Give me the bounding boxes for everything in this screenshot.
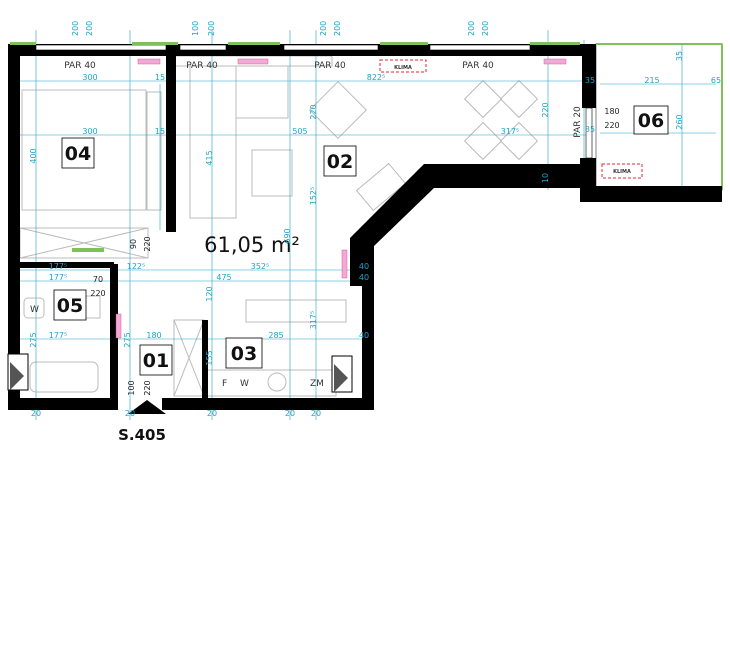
window-label-2: PAR 40 [186,61,218,71]
room-labels: 04 02 06 05 01 03 [53,105,669,376]
dim-177-c: 177⁵ [49,331,67,340]
window-label-3: PAR 40 [314,61,346,71]
dishwasher-label: ZM [310,379,324,389]
radiators [72,58,567,339]
window-label-4: PAR 40 [462,61,494,71]
dim-35-b: 35 [585,125,595,134]
dim-352: 352⁵ [251,262,269,271]
dim-155: 155 [205,350,214,365]
dim-220-living: 220 [309,104,318,119]
dim-285: 285 [268,331,283,340]
total-area: 61,05 m² [204,233,300,257]
dim-260: 260 [675,114,684,129]
window-height-1a: 200 [71,21,80,36]
dim-35-a: 35 [585,76,595,85]
dimension-labels: 300 300 822⁵ 505 317⁵ 215 220 180 220 26… [29,51,721,418]
dim-122: 122⁵ [127,262,145,271]
dim-20-e: 20 [311,409,321,418]
dim-100: 100 [127,380,136,395]
dim-220-door: 220 [143,236,152,251]
dim-15-b: 15 [155,127,165,136]
dim-215: 215 [644,76,659,85]
window-heights: 200 200 100 200 200 200 200 200 [71,21,490,36]
dim-822: 822⁵ [367,73,385,82]
dim-40-b: 40 [359,273,369,282]
dim-70: 70 [93,275,103,284]
washer-label: W [240,379,249,389]
climate-label-living: KLIMA [394,65,412,71]
dim-40-c: 40 [359,331,369,340]
room-label-05: 05 [57,295,83,317]
window-height-4b: 200 [481,21,490,36]
dim-317-top: 317⁵ [501,127,519,136]
dim-35-c: 35 [675,51,684,61]
dim-180-balcony: 180 [604,107,619,116]
dim-20-b: 20 [125,409,135,418]
dim-505: 505 [292,127,307,136]
room-label-06: 06 [638,110,664,132]
window-height-4a: 200 [467,21,476,36]
dim-40-a: 40 [359,262,369,271]
window-height-2b: 200 [207,21,216,36]
walls [8,44,722,410]
climate-unit-living [379,59,427,73]
dim-65: 65 [711,76,721,85]
fridge-label: F [222,379,227,389]
wc-label: W [30,305,39,315]
dim-475: 475 [216,273,231,282]
dim-275-b: 275 [123,332,132,347]
window-labels: PAR 40 PAR 40 PAR 40 PAR 40 PAR 20 [64,61,583,138]
windows [10,42,593,159]
climate-unit-balcony [601,163,643,179]
dim-90: 90 [129,239,138,249]
entrance-arrow-icon [128,400,166,414]
window-label-1: PAR 40 [64,61,96,71]
dim-220-entrance: 220 [143,380,152,395]
dim-317-kitchen: 317⁵ [309,311,318,329]
room-label-01: 01 [143,350,169,372]
dim-20-d: 20 [285,409,295,418]
dim-415: 415 [205,150,214,165]
dim-275-a: 275 [29,332,38,347]
window-height-2a: 100 [191,21,200,36]
dim-177-a: 177⁵ [49,262,67,271]
dim-20-c: 20 [207,409,217,418]
dim-180-hall: 180 [146,331,161,340]
room-label-04: 04 [65,143,91,165]
dim-220-bath-door: 220 [90,289,105,298]
climate-units: KLIMA KLIMA [379,59,643,179]
climate-label-balcony: KLIMA [613,169,631,175]
dim-15-a: 15 [155,73,165,82]
entrance-code: S.405 [118,426,166,444]
dim-400: 400 [29,148,38,163]
room-label-02: 02 [327,151,353,173]
dim-300-top: 300 [82,73,97,82]
dim-300-mid: 300 [82,127,97,136]
fixture-labels: F W ZM W [30,305,324,389]
dim-220-balcony: 220 [604,121,619,130]
window-height-3b: 200 [333,21,342,36]
shafts [7,353,353,393]
room-label-03: 03 [231,343,257,365]
window-label-5: PAR 20 [573,106,583,138]
window-height-3a: 200 [319,21,328,36]
dim-10: 10 [541,173,550,183]
dim-20-a: 20 [31,409,41,418]
dim-690: 690 [283,228,292,243]
window-height-1b: 200 [85,21,94,36]
dim-177-b: 177⁵ [49,273,67,282]
dim-120: 120 [205,286,214,301]
dim-152: 152⁵ [309,187,318,205]
dim-220-balcony-door: 220 [541,102,550,117]
furniture [19,55,539,397]
